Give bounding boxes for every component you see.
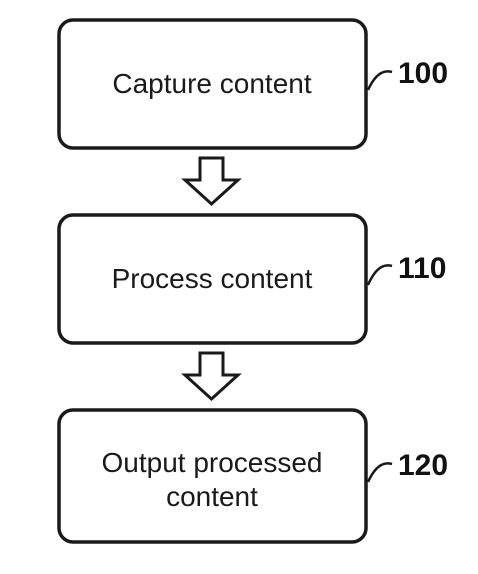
step-label-output-line-2: content [166, 481, 258, 512]
leader-line-120 [366, 462, 393, 483]
reference-numeral-110: 110 [398, 252, 446, 285]
down-arrow-2 [181, 351, 242, 402]
reference-numeral-120: 120 [398, 449, 448, 482]
step-box-process: Process content [57, 213, 368, 345]
step-box-capture: Capture content [57, 18, 368, 150]
step-box-output-frame [57, 408, 368, 544]
step-label-process: Process content [112, 263, 313, 294]
down-arrow-1 [181, 156, 242, 207]
leader-line-100 [366, 70, 393, 91]
step-label-capture: Capture content [112, 68, 311, 99]
leader-line-110 [366, 264, 393, 286]
step-box-capture-frame [57, 18, 368, 150]
step-box-process-frame [57, 213, 368, 345]
reference-numeral-100: 100 [398, 57, 448, 90]
step-label-output-line-1: Output processed [101, 447, 322, 478]
step-box-output: Output processed content [57, 408, 368, 544]
